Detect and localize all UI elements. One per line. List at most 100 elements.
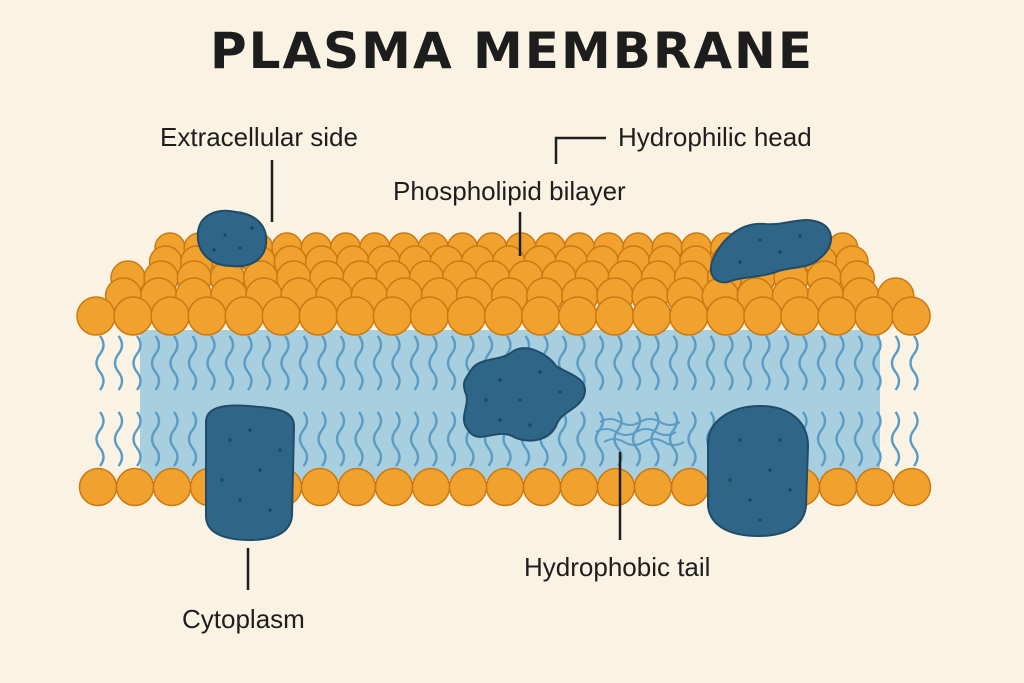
lipid-tail <box>742 335 753 391</box>
protein-texture <box>212 226 802 522</box>
lipid-tail <box>890 411 901 467</box>
protein-dot <box>238 498 242 502</box>
lipid-tail <box>446 335 457 391</box>
phospholipid-head-icon <box>337 467 377 507</box>
lipid-tail <box>113 411 124 467</box>
protein-dot <box>220 478 224 482</box>
phospholipid-head-icon <box>300 467 340 507</box>
lipid-tail <box>428 335 438 391</box>
lipid-tail <box>853 411 864 467</box>
label-phospholipid-bilayer: Phospholipid bilayer <box>393 176 626 206</box>
phospholipid-head-icon <box>115 467 155 507</box>
phospholipid-head-icon <box>187 296 227 336</box>
lipid-tail <box>317 335 327 391</box>
phospholipid-head-icon <box>78 467 118 507</box>
protein-dot <box>484 398 488 402</box>
phospholipid-head-icon <box>670 467 710 507</box>
phospholipid-head-icon <box>298 296 339 336</box>
phospholipid-head-icon <box>557 296 598 336</box>
protein-dot <box>212 248 216 252</box>
lipid-tail <box>705 335 716 391</box>
protein-dot <box>498 418 502 422</box>
lipid-tail <box>724 335 734 391</box>
lipid-tail <box>206 335 216 391</box>
protein-dot <box>268 508 272 512</box>
lipid-tail <box>298 335 309 391</box>
protein-dot <box>248 428 252 432</box>
phospholipid-head-icon <box>596 467 636 507</box>
phospholipid-head-icon <box>780 296 820 336</box>
lipid-tail <box>853 335 864 391</box>
lipid-tail <box>446 411 457 467</box>
protein-dot <box>228 438 232 442</box>
protein-dot <box>758 518 762 522</box>
transmembrane-protein-right <box>707 404 810 538</box>
phospholipid-head-icon <box>892 467 932 507</box>
lipid-tail <box>594 335 605 391</box>
protein-dot <box>223 233 227 237</box>
protein-dot <box>778 438 782 442</box>
lipid-tail <box>909 411 919 467</box>
lipid-tail <box>761 335 771 391</box>
protein-dot <box>738 260 742 264</box>
lipid-tail <box>354 335 364 391</box>
lipid-tail <box>428 411 438 467</box>
lipid-tail <box>890 335 901 391</box>
phospholipid-head-icon <box>113 296 153 336</box>
phospholipid-head-icon <box>594 296 635 336</box>
phospholipid-head-icon <box>522 467 562 507</box>
lipid-tail <box>409 411 420 467</box>
lipid-tail <box>354 411 364 467</box>
transmembrane-protein-left <box>205 404 296 542</box>
phospholipid-head-icon <box>817 296 857 336</box>
protein-dot <box>558 390 562 394</box>
label-extracellular-side: Extracellular side <box>160 122 358 152</box>
protein-dot <box>748 498 752 502</box>
lipid-tail <box>335 411 346 467</box>
lipid-tail <box>835 411 845 467</box>
leader-lines <box>246 136 622 590</box>
lipid-tail <box>95 411 105 467</box>
lipid-tail <box>132 411 142 467</box>
leader-hydrophilic <box>554 136 606 164</box>
lipid-tail <box>298 411 309 467</box>
lipid-tail <box>613 335 623 391</box>
lipid-tail <box>150 411 161 467</box>
lipid-tail <box>335 335 346 391</box>
protein-dot <box>738 438 742 442</box>
phospholipid-head-icon <box>448 467 488 507</box>
phospholipid-head-icon <box>854 296 894 336</box>
embedded-protein <box>462 347 586 442</box>
protein-dot <box>728 478 732 482</box>
page-title: PLASMA MEMBRANE <box>209 22 815 80</box>
lipid-tail <box>150 335 161 391</box>
lipid-tail <box>650 335 660 391</box>
phospholipid-head-icon <box>261 296 301 336</box>
lipid-tail <box>576 335 586 391</box>
phospholipid-head-icon <box>483 296 524 336</box>
label-hydrophobic-tail: Hydrophobic tail <box>524 552 711 582</box>
lipid-tail <box>169 411 179 467</box>
lipid-tail <box>372 335 383 391</box>
lipid-tail <box>187 411 198 467</box>
phospholipid-head-icon <box>76 296 116 336</box>
peripheral-protein-left <box>196 209 268 268</box>
lipid-tail <box>224 335 235 391</box>
lipid-tail <box>909 335 919 391</box>
protein-dot <box>278 448 282 452</box>
lipid-tail <box>169 335 179 391</box>
phospholipid-head-icon <box>224 296 264 336</box>
lipid-tail <box>132 335 142 391</box>
protein-dot <box>768 468 772 472</box>
protein-dot <box>528 423 532 427</box>
protein-dot <box>788 488 792 492</box>
phospholipid-head-icon <box>485 467 525 507</box>
core-waves <box>595 418 685 446</box>
protein-dot <box>778 250 782 254</box>
phospholipid-head-icon <box>520 296 561 336</box>
lipid-tail <box>409 335 420 391</box>
phospholipid-head-icon <box>446 296 487 336</box>
lipid-tail <box>779 335 790 391</box>
lipid-tail <box>317 411 327 467</box>
